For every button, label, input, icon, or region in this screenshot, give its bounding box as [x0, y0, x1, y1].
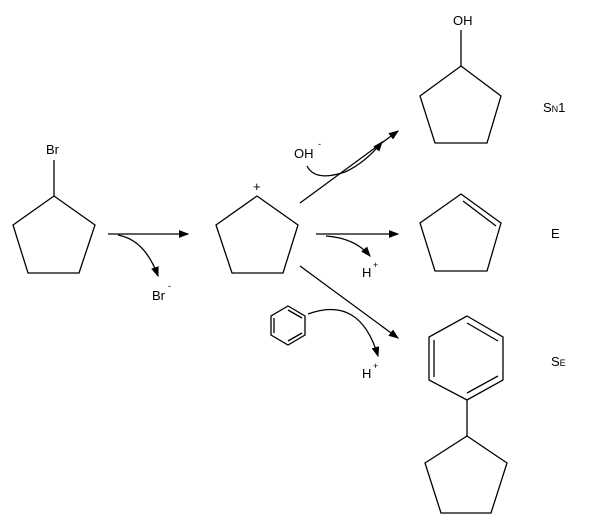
- sn1-arrow: OH -: [294, 130, 400, 204]
- phenylcyclopentane: [424, 315, 508, 514]
- proton-charge-lower: +: [373, 361, 378, 371]
- cation-charge: +: [253, 179, 261, 194]
- bromide-charge: -: [168, 281, 171, 291]
- cyclopentanol: OH: [419, 13, 502, 144]
- bromide-label: Br: [152, 288, 166, 303]
- e-label: E: [551, 226, 560, 241]
- ionization-arrow: Br -: [108, 230, 190, 303]
- sn1-label: SN1: [543, 100, 565, 115]
- se-arrow: H +: [270, 265, 400, 381]
- benzene-reagent: [270, 305, 306, 346]
- hydroxide-charge: -: [318, 139, 321, 149]
- cyclopentene: [419, 193, 502, 272]
- proton-charge: +: [373, 260, 378, 270]
- hydroxyl-label: OH: [453, 13, 473, 28]
- elimination-arrow: H +: [316, 230, 400, 280]
- proton-label: H: [362, 265, 371, 280]
- cyclopentyl-cation: +: [215, 179, 299, 274]
- bromocyclopentane: Br: [12, 142, 96, 274]
- se-label: SE: [551, 354, 566, 369]
- proton-label-lower: H: [362, 366, 371, 381]
- bromine-label: Br: [46, 142, 60, 157]
- hydroxide-label: OH: [294, 146, 314, 161]
